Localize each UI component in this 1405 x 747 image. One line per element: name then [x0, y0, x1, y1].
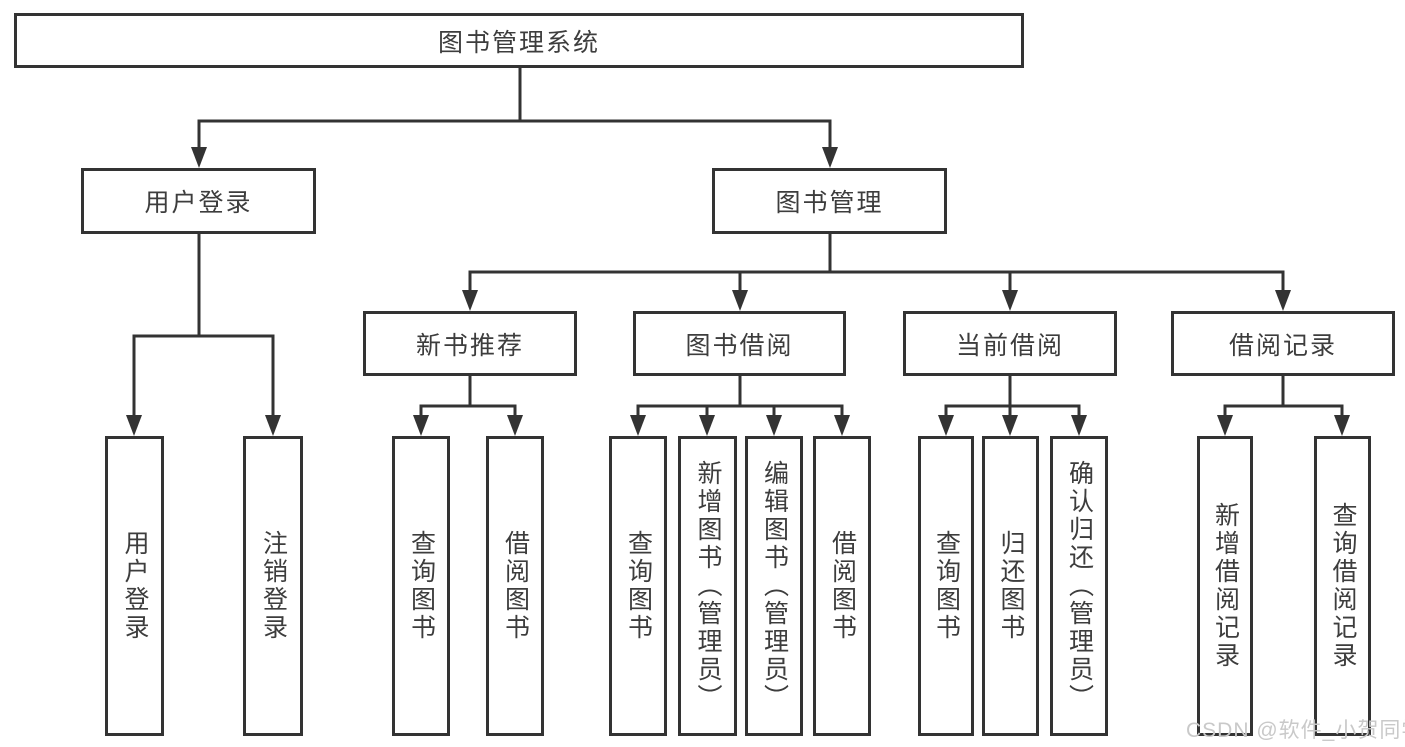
- leaf-query-borrow-record: 查询借阅记录: [1314, 436, 1371, 736]
- leaf-logout-login: 注销登录: [243, 436, 303, 736]
- arrowhead: [507, 415, 523, 436]
- node-library-system-label: 图书管理系统: [437, 28, 600, 57]
- leaf-current-query-books: 查询图书: [918, 436, 974, 736]
- leaf-edit-books-admin-label: 编辑图书（管理员）: [760, 460, 789, 712]
- arrowhead: [1002, 415, 1018, 436]
- leaf-borrowing-query-books: 查询图书: [609, 436, 667, 736]
- arrowhead: [732, 290, 748, 311]
- arrowhead: [1002, 290, 1018, 311]
- arrowhead: [265, 415, 281, 436]
- node-user-login: 用户登录: [81, 168, 316, 234]
- node-book-borrowing: 图书借阅: [633, 311, 846, 376]
- arrowhead: [938, 415, 954, 436]
- leaf-return-books: 归还图书: [982, 436, 1039, 736]
- node-book-management-label: 图书管理: [775, 189, 884, 217]
- leaf-recommend-borrow-books-label: 借阅图书: [501, 530, 530, 642]
- arrowhead: [1217, 415, 1233, 436]
- arrowhead: [191, 147, 207, 168]
- leaf-return-books-label: 归还图书: [997, 530, 1025, 642]
- connector-records-branch: [1223, 404, 1344, 418]
- arrowhead: [822, 147, 838, 168]
- leaf-add-books-admin: 新增图书（管理员）: [678, 436, 737, 736]
- arrowhead: [1275, 290, 1291, 311]
- node-book-borrowing-label: 图书借阅: [685, 331, 794, 360]
- arrowhead: [1071, 415, 1087, 436]
- arrowhead: [699, 415, 715, 436]
- leaf-edit-books-admin: 编辑图书（管理员）: [745, 436, 803, 736]
- connector-root-branch: [197, 119, 832, 152]
- node-book-management: 图书管理: [712, 168, 947, 234]
- node-current-borrowing-label: 当前借阅: [955, 331, 1064, 360]
- node-current-borrowing: 当前借阅: [903, 311, 1117, 376]
- leaf-add-books-admin-label: 新增图书（管理员）: [694, 460, 722, 712]
- leaf-borrowing-borrow-books: 借阅图书: [813, 436, 871, 736]
- node-borrow-records-label: 借阅记录: [1228, 331, 1337, 360]
- leaf-recommend-query-books: 查询图书: [392, 436, 450, 736]
- leaf-add-borrow-record: 新增借阅记录: [1197, 436, 1253, 736]
- leaf-logout-login-label: 注销登录: [259, 530, 288, 642]
- connector-current-branch: [944, 404, 1081, 418]
- node-borrow-records: 借阅记录: [1171, 311, 1395, 376]
- leaf-current-query-books-label: 查询图书: [932, 530, 961, 642]
- leaf-query-borrow-record-label: 查询借阅记录: [1329, 502, 1357, 670]
- leaf-confirm-return-admin-label: 确认归还（管理员）: [1065, 460, 1094, 712]
- arrowhead: [834, 415, 850, 436]
- leaf-recommend-borrow-books: 借阅图书: [486, 436, 544, 736]
- leaf-user-login-label: 用户登录: [121, 530, 149, 642]
- connector-book-mgmt-branch: [468, 270, 1285, 294]
- leaf-confirm-return-admin: 确认归还（管理员）: [1050, 436, 1108, 736]
- arrowhead: [630, 415, 646, 436]
- node-new-book-recommend: 新书推荐: [363, 311, 577, 376]
- arrowhead: [1334, 415, 1350, 436]
- leaf-borrowing-query-books-label: 查询图书: [624, 530, 653, 642]
- connector-recommend-branch: [419, 404, 517, 418]
- leaf-user-login: 用户登录: [105, 436, 164, 736]
- arrowhead: [766, 415, 782, 436]
- connector-user-login-branch: [132, 334, 275, 420]
- csdn-watermark: CSDN @软件_小贺同学: [1186, 719, 1405, 742]
- arrowhead: [462, 290, 478, 311]
- arrowhead: [413, 415, 429, 436]
- leaf-add-borrow-record-label: 新增借阅记录: [1211, 502, 1240, 670]
- node-library-system: 图书管理系统: [14, 13, 1024, 68]
- arrowhead: [126, 415, 142, 436]
- leaf-recommend-query-books-label: 查询图书: [407, 530, 436, 642]
- leaf-borrowing-borrow-books-label: 借阅图书: [828, 530, 857, 642]
- node-user-login-label: 用户登录: [144, 189, 253, 217]
- node-new-book-recommend-label: 新书推荐: [415, 331, 524, 360]
- connector-borrowing-branch: [636, 404, 844, 418]
